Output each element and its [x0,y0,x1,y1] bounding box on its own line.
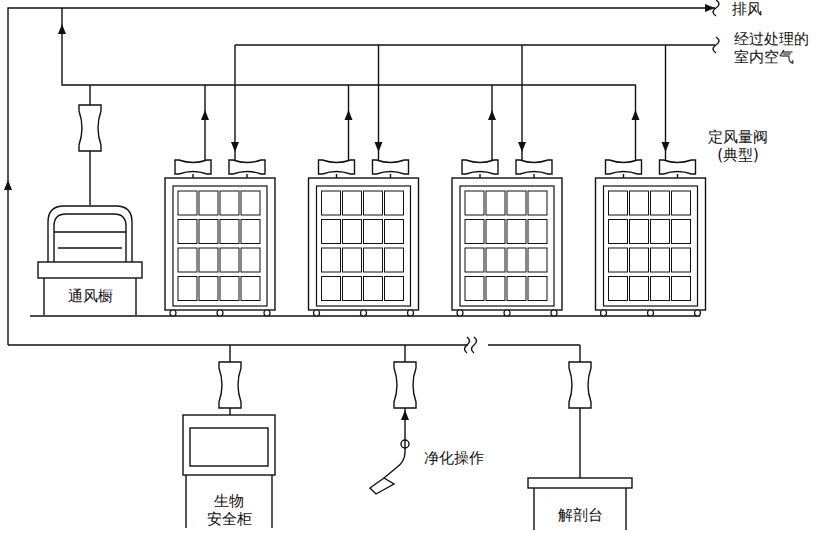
air-valves [79,105,696,408]
cabinet-window [190,428,268,466]
cabinet-body [183,415,275,475]
flow-arrow [375,142,383,152]
rack-stub [193,174,247,178]
rack-stub [624,174,678,178]
rack-stub [480,174,534,178]
rack-stub [337,174,391,178]
equipment: 生物 安全柜 [180,412,278,530]
animal-rack [452,45,562,316]
equipment: 通风橱 [38,205,142,315]
lower-duct [8,344,468,345]
valve-symbol [175,160,211,174]
lower-duct [488,344,580,345]
rack-exhaust-pipe [204,85,205,160]
table-top [528,478,632,488]
hose-coupling [401,440,409,448]
valve-symbol [462,160,498,174]
fume-hood-body [48,206,132,262]
equipment-label: 通风橱 [68,287,113,305]
valve-symbol [373,160,409,174]
supply-duct [235,44,715,45]
flow-arrow [488,110,496,120]
hose [384,430,405,478]
flow-arrow [705,4,715,12]
valve-symbol [660,160,696,174]
flow-arrow [518,142,526,152]
animal-rack [596,45,706,316]
break-mark [472,337,477,353]
rack-exhaust-pipe [635,85,636,160]
flow-arrow [662,142,670,152]
flow-arrow [58,24,66,34]
rack-exhaust-pipe [491,85,492,160]
animal-racks [165,45,706,316]
flow-arrow [401,410,409,420]
fume-hood-legs [44,278,136,315]
annotation: 净化操作 [424,449,484,467]
valve-symbol [219,362,241,408]
fume-hood-sash [54,232,126,248]
flow-arrows [4,4,715,420]
valve-symbol [606,160,642,174]
valve-symbol [79,105,101,151]
exhaust-duct [8,8,715,345]
fume-hood-glass [54,214,126,262]
exhaust-branch [62,8,636,85]
flow-arrow [231,142,239,152]
annotation: 定风量阀 (典型) [708,128,768,164]
flow-arrow [632,110,640,120]
equipment: 解剖台 [528,478,632,530]
annotation: 经过处理的 室内空气 [734,30,809,66]
valve-symbol [394,362,416,408]
hose-nozzle [370,478,394,494]
flow-arrow [4,180,12,190]
table-legs [534,488,626,530]
valve-symbol [516,160,552,174]
valve-symbol [229,160,265,174]
equipment-label: 解剖台 [558,506,603,524]
equipment-label: 生物 安全柜 [207,492,252,528]
cabinet-legs [186,475,272,528]
break-mark [713,37,719,53]
flow-arrow [345,110,353,120]
fume-hood-counter [38,262,142,278]
animal-rack [309,45,419,316]
flow-arrow [201,110,209,120]
rack-exhaust-pipe [348,85,349,160]
break-mark [465,337,470,353]
animal-rack [165,45,275,316]
valve-symbol [569,362,591,408]
annotation: 排风 [732,0,762,18]
valve-symbol [319,160,355,174]
